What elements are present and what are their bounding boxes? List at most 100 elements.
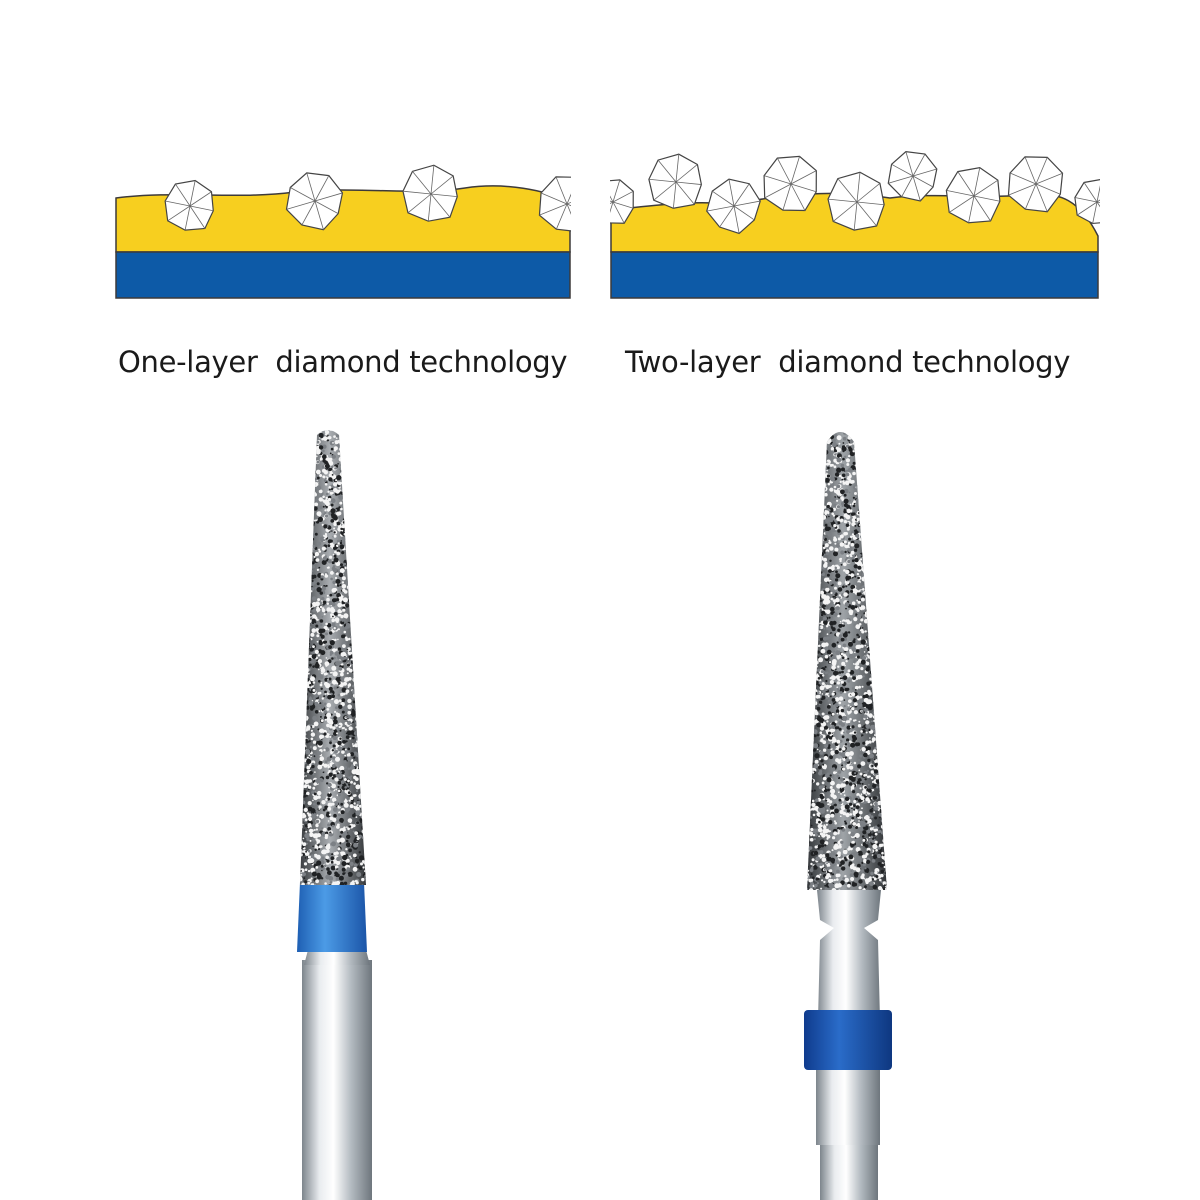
diamond-facet-line [314, 192, 343, 202]
grit-speck [331, 802, 335, 806]
grit-speck [853, 564, 858, 569]
grit-speck [366, 615, 370, 619]
grit-speck [875, 581, 879, 585]
grit-speck [308, 657, 312, 662]
grit-speck [367, 797, 370, 800]
grit-speck [330, 487, 334, 491]
grit-speck [840, 652, 844, 656]
grit-speck [836, 686, 838, 688]
diamond-facet-line [301, 200, 316, 226]
grit-speck [354, 453, 360, 459]
grit-speck [350, 600, 355, 605]
grit-speck [300, 441, 301, 447]
grit-speck [300, 524, 301, 528]
grit-speck [877, 646, 883, 652]
grit-speck [351, 562, 355, 566]
grit-speck [323, 539, 326, 542]
grit-speck [293, 690, 297, 694]
grit-speck [808, 624, 811, 627]
grit-speck [888, 764, 890, 766]
grit-speck [829, 772, 832, 775]
grit-speck [326, 702, 332, 708]
grit-speck [358, 855, 365, 861]
grit-speck [300, 806, 303, 812]
grit-speck [335, 648, 338, 651]
grit-speck [813, 477, 816, 480]
grit-speck [362, 821, 366, 826]
grit-speck [367, 741, 370, 744]
grit-speck [315, 469, 321, 475]
grit-speck [889, 609, 893, 613]
grit-speck [851, 692, 856, 697]
grit-speck [336, 772, 339, 775]
grit-speck [807, 763, 810, 768]
grit-speck [317, 740, 323, 746]
grit-speck [800, 651, 805, 656]
grit-speck [308, 697, 313, 701]
grit-speck [326, 708, 330, 711]
grit-speck [361, 687, 364, 690]
grit-speck [818, 700, 823, 704]
grit-speck [889, 864, 892, 867]
grit-speck [813, 814, 816, 816]
grit-speck [807, 808, 810, 812]
grit-speck [884, 584, 887, 587]
grit-speck [348, 655, 351, 659]
grit-speck [866, 421, 869, 424]
grit-speck [345, 493, 350, 498]
grit-speck [860, 597, 865, 602]
grit-speck [300, 763, 304, 767]
grit-speck [836, 712, 839, 715]
grit-speck [872, 588, 878, 594]
grit-speck [311, 579, 314, 583]
grit-speck [854, 575, 857, 578]
grit-speck [312, 746, 317, 751]
grit-speck [363, 431, 366, 434]
grit-speck [316, 801, 320, 805]
grit-speck [889, 845, 891, 847]
grit-speck [349, 861, 354, 867]
grit-speck [365, 573, 366, 577]
grit-speck [812, 552, 815, 555]
grit-speck [295, 538, 297, 540]
grit-speck [306, 471, 309, 474]
grit-speck [870, 645, 873, 648]
diamond-facet-line [712, 190, 735, 207]
grit-speck [340, 527, 343, 530]
grit-speck [344, 468, 349, 472]
grit-speck [335, 880, 341, 885]
grit-speck [850, 427, 852, 429]
grit-speck [889, 868, 894, 873]
grit-speck [365, 757, 366, 761]
grit-speck [304, 442, 309, 447]
grit-speck [367, 663, 370, 666]
grit-speck [343, 496, 348, 500]
grit-speck [330, 512, 335, 517]
grit-speck [309, 683, 312, 687]
grit-speck [881, 814, 885, 819]
grit-speck [300, 430, 301, 432]
grit-speck [882, 421, 886, 425]
grit-speck [837, 644, 842, 648]
grit-speck [343, 831, 348, 836]
grit-speck [359, 626, 364, 631]
grit-speck [883, 815, 885, 818]
grit-speck [859, 453, 865, 459]
grit-speck [864, 644, 867, 647]
grit-speck [322, 827, 327, 832]
grit-speck [855, 644, 861, 650]
grit-speck [856, 423, 858, 425]
grit-speck [306, 428, 308, 430]
grit-speck [859, 695, 863, 699]
grit-speck [891, 465, 894, 468]
grit-speck [828, 541, 831, 544]
grit-speck [310, 435, 314, 440]
grit-speck [819, 504, 821, 507]
grit-speck [850, 584, 856, 590]
grit-speck [302, 591, 305, 595]
one-layer-bur-image [293, 428, 372, 1200]
grit-speck [351, 478, 356, 483]
grit-speck [306, 725, 311, 730]
grit-speck [850, 605, 856, 610]
grit-speck [304, 499, 307, 502]
